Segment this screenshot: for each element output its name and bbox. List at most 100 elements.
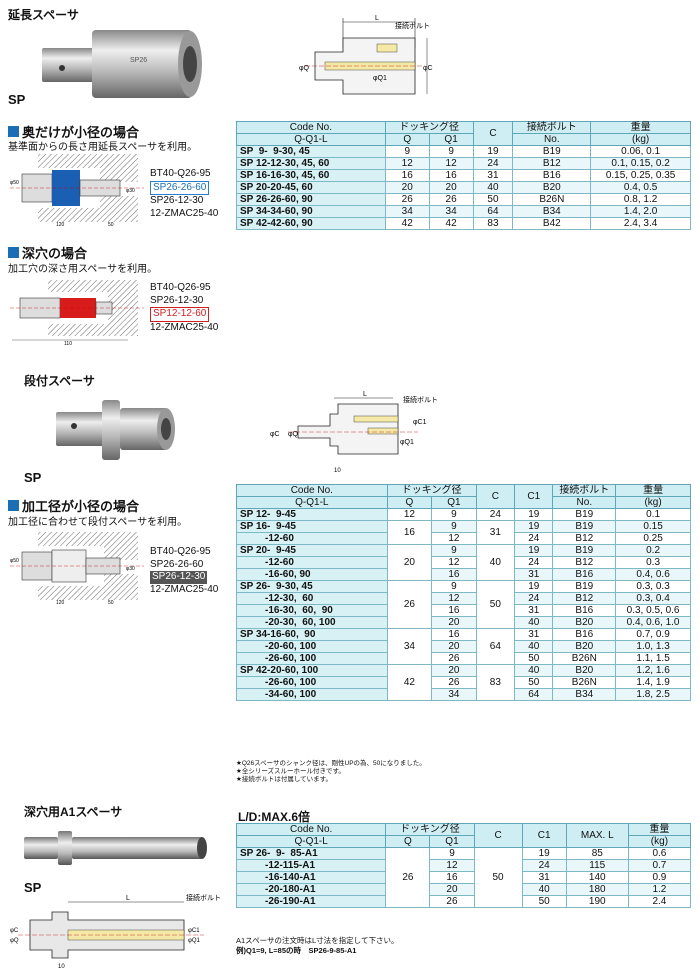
- maxl-cell: 85: [565, 847, 629, 860]
- section1-sp: SP: [8, 92, 26, 107]
- svg-text:SP26: SP26: [130, 57, 147, 64]
- c1-cell: 19: [514, 520, 554, 533]
- svg-text:120: 120: [56, 222, 65, 227]
- c-cell: 40: [472, 181, 514, 194]
- code-cell: SP 26- 9- 85-A1: [235, 847, 387, 860]
- bolt-cell: B26N: [552, 676, 617, 689]
- q1-cell: 16: [431, 568, 477, 581]
- code-cell: SP 26-26-60, 90: [236, 193, 386, 206]
- code-cell: -12-60: [236, 556, 388, 569]
- svg-text:L: L: [363, 391, 367, 398]
- q-cell: 26: [386, 580, 433, 629]
- bolt-cell: B20: [552, 616, 617, 629]
- bolt-cell: B19: [552, 520, 617, 533]
- bolt-cell: B12: [552, 592, 617, 605]
- weight-cell: 1.2: [627, 883, 692, 896]
- c-cell: 64: [475, 628, 516, 665]
- q-cell: 20: [384, 181, 430, 194]
- c-cell: 31: [472, 169, 514, 182]
- weight-cell: 0.7: [627, 859, 692, 872]
- th-weight-sub: (kg): [590, 133, 691, 146]
- svg-text:50: 50: [108, 222, 114, 227]
- drawing1-phiC: φC: [423, 65, 433, 72]
- weight-cell: 0.1, 0.15, 0.2: [590, 157, 691, 170]
- c1-cell: 50: [514, 676, 554, 689]
- option-item: SP26-12-30: [150, 294, 204, 306]
- case3-desc: 加工径に合わせて段付スペーサを利用。: [8, 517, 188, 528]
- bolt-cell: B19: [552, 544, 617, 557]
- option-item: SP26-12-30: [150, 195, 204, 206]
- case1-diagram: φ50 φ30 120 50: [10, 154, 144, 227]
- maxl-cell: 180: [565, 883, 629, 896]
- q1-cell: 9: [429, 847, 475, 860]
- code-cell: -20-60, 100: [236, 640, 388, 653]
- extension-spacer-drawing: L 接続ボルト φQ φQ1 φC: [299, 15, 433, 95]
- bolt-cell: B20: [552, 640, 617, 653]
- code-cell: -26-60, 100: [236, 676, 388, 689]
- svg-text:φQ1: φQ1: [188, 938, 201, 944]
- c1-cell: 64: [514, 688, 554, 701]
- code-cell: SP 26- 9-30, 45: [236, 580, 388, 593]
- drawing1-phiQ: φQ: [299, 65, 310, 72]
- option-item: BT40-Q26-95: [150, 168, 211, 179]
- c1-cell: 31: [521, 871, 567, 884]
- q-cell: 34: [386, 628, 433, 665]
- q-cell: 26: [384, 193, 430, 206]
- stepped-spacer-drawing: L 接続ボルト φC φQ φC1 φQ1 10: [270, 391, 438, 474]
- svg-text:φQ1: φQ1: [400, 439, 414, 446]
- code-cell: -12-60: [236, 532, 388, 545]
- bolt-cell: B20: [512, 181, 592, 194]
- q1-cell: 34: [428, 205, 474, 218]
- weight-cell: 0.4, 0.6, 1.0: [615, 616, 691, 629]
- weight-cell: 1.0, 1.3: [615, 640, 691, 653]
- code-cell: SP 42-42-60, 90: [236, 217, 386, 230]
- bolt-cell: B26N: [512, 193, 592, 206]
- c1-cell: 50: [514, 652, 554, 665]
- q-cell: 26: [385, 847, 431, 908]
- svg-text:50: 50: [108, 600, 114, 605]
- weight-cell: 0.25: [615, 532, 691, 545]
- square-bullet-icon: [8, 126, 19, 137]
- q1-cell: 12: [428, 157, 474, 170]
- bolt-cell: B34: [552, 688, 617, 701]
- q1-cell: 20: [429, 883, 475, 896]
- case3-options: BT40-Q26-95 SP26-26-60 SP26-12-30 12-ZMA…: [150, 546, 218, 596]
- drawing1-bolt: 接続ボルト: [395, 21, 430, 30]
- weight-cell: 0.3, 0.3: [615, 580, 691, 593]
- weight-cell: 0.3: [615, 556, 691, 569]
- section2-title: 段付スペーサ: [24, 374, 95, 388]
- q-cell: 16: [384, 169, 430, 182]
- q1-cell: 20: [428, 181, 474, 194]
- th-code: Code No.: [236, 121, 386, 134]
- svg-text:φQ: φQ: [10, 938, 19, 944]
- q1-cell: 9: [428, 145, 474, 158]
- c1-cell: 19: [514, 508, 554, 521]
- svg-text:120: 120: [56, 600, 65, 605]
- case1-desc: 基準面からの長さ用延長スペーサを利用。: [8, 142, 198, 153]
- case1-heading: 奥だけが小径の場合: [8, 122, 139, 141]
- weight-cell: 1.8, 2.5: [615, 688, 691, 701]
- c1-cell: 31: [514, 568, 554, 581]
- weight-cell: 0.9: [627, 871, 692, 884]
- case2-options: BT40-Q26-95 SP26-12-30 SP12-12-60 12-ZMA…: [150, 282, 218, 334]
- q1-cell: 20: [431, 616, 477, 629]
- c-cell: 50: [472, 193, 514, 206]
- spacer-table-3: Code No. ドッキング径 C C1 MAX. L 重量 Q-Q1-L Q …: [235, 823, 692, 908]
- section2-sp: SP: [24, 470, 42, 485]
- bolt-cell: B16: [552, 628, 617, 641]
- c1-cell: 24: [521, 859, 567, 872]
- q1-cell: 26: [431, 652, 477, 665]
- bolt-cell: B12: [552, 532, 617, 545]
- c1-cell: 24: [514, 532, 554, 545]
- case2-desc: 加工穴の深さ用スペーサを利用。: [8, 264, 158, 275]
